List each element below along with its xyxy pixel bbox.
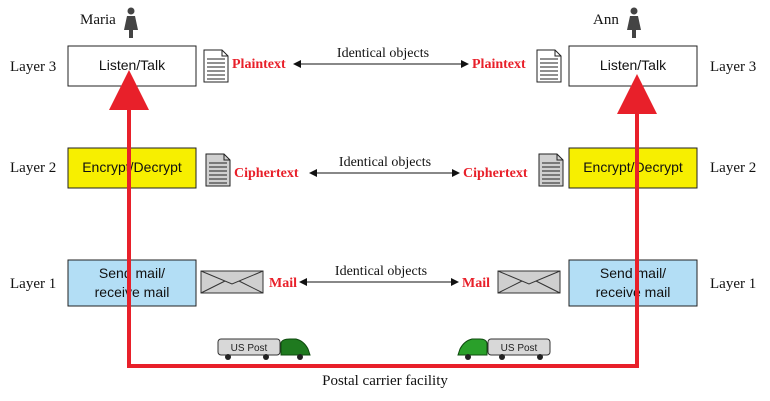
layer-3-label-left: Layer 3 xyxy=(10,59,56,75)
layer-2-box-left-text: Encrypt/Decrypt xyxy=(82,159,182,175)
mail-van-icon: US Post xyxy=(457,338,551,360)
plaintext-label-right: Plaintext xyxy=(472,57,526,72)
layer-3-box-right-text: Listen/Talk xyxy=(600,57,667,73)
layer-1-label-right: Layer 1 xyxy=(710,276,756,292)
layer-1-label-left: Layer 1 xyxy=(10,276,56,292)
person-left-name: Maria xyxy=(80,12,116,28)
ciphertext-label-right: Ciphertext xyxy=(463,166,528,181)
layer-1-box-left-line1: Send mail/ xyxy=(99,265,165,281)
layer-2-box-right xyxy=(568,147,698,189)
van-label-left: US Post xyxy=(231,343,268,354)
layer-3-label-right: Layer 3 xyxy=(710,59,756,75)
person-icon xyxy=(627,7,641,38)
document-icon xyxy=(205,153,231,187)
layer-1-box-left-line2: receive mail xyxy=(95,284,170,300)
postal-carrier-label: Postal carrier facility xyxy=(322,373,448,389)
plaintext-label-left: Plaintext xyxy=(232,57,286,72)
ciphertext-label-left: Ciphertext xyxy=(234,166,299,181)
identical-objects-label-l1: Identical objects xyxy=(335,264,427,279)
envelope-icon xyxy=(200,270,264,294)
layer-2-box-left xyxy=(67,147,197,189)
identical-objects-label-l2: Identical objects xyxy=(339,155,431,170)
layer-1-box-right-line1: Send mail/ xyxy=(600,265,666,281)
layer-2-box-right-text: Encrypt/Decrypt xyxy=(583,159,683,175)
layer-1-box-left xyxy=(67,259,197,307)
delivery-path xyxy=(127,74,657,368)
person-right-name: Ann xyxy=(593,12,619,28)
document-icon xyxy=(538,153,564,187)
van-label-right: US Post xyxy=(501,343,538,354)
mail-label-right: Mail xyxy=(462,276,490,291)
envelope-icon xyxy=(497,270,561,294)
document-icon xyxy=(203,49,229,83)
layer-1-box-right xyxy=(568,259,698,307)
identical-objects-label-l3: Identical objects xyxy=(337,46,429,61)
layer-2-label-right: Layer 2 xyxy=(710,160,756,176)
mail-van-icon: US Post xyxy=(217,338,311,360)
document-icon xyxy=(536,49,562,83)
layer-1-box-right-line2: receive mail xyxy=(596,284,671,300)
mail-label-left: Mail xyxy=(269,276,297,291)
person-icon xyxy=(124,7,138,38)
layer-3-box-left-text: Listen/Talk xyxy=(99,57,166,73)
layer-2-label-left: Layer 2 xyxy=(10,160,56,176)
